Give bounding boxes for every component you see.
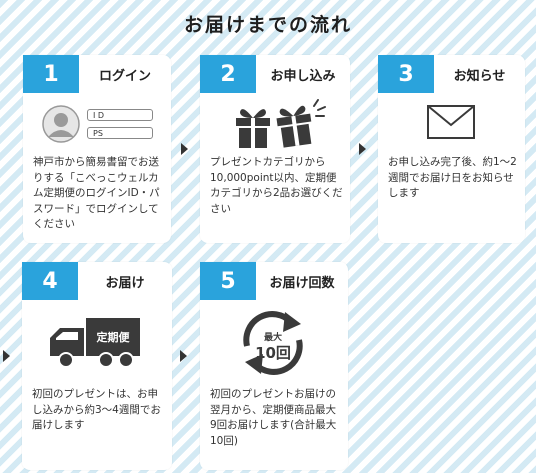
step-heading: ログイン — [98, 68, 151, 84]
step-heading: お知らせ — [453, 68, 506, 84]
step-card-5: 5 お届け回数 最大 10回 初回のプレゼントお届けの翌月から、定期便商品最大9… — [200, 262, 348, 470]
envelope-icon — [427, 105, 475, 139]
flow-arrow-icon — [359, 143, 366, 155]
delivery-truck-icon: 定期便 — [50, 318, 140, 368]
step-description: お申し込み完了後、約1〜2週間でお届け日をお知らせします — [388, 156, 517, 199]
step-description: 初回のプレゼントお届けの翌月から、定期便商品最大9回お届けします(合計最大10回… — [210, 388, 337, 447]
flow-arrow-icon — [180, 350, 187, 362]
step-card-1: 1 ログイン I D PS 神戸市から簡易書留でお送りする「こべっこウェルカム定… — [23, 55, 171, 243]
step-description: プレゼントカテゴリから10,000point以内、定期便カテゴリから2品お選びく… — [210, 156, 343, 215]
step-heading: お届け回数 — [269, 275, 335, 291]
step-number: 1 — [23, 55, 79, 93]
page-title: お届けまでの流れ — [183, 14, 352, 36]
user-avatar-icon — [42, 105, 80, 143]
login-password-field: PS — [87, 127, 153, 139]
step-heading: お届け — [105, 275, 145, 291]
cycle-count-label: 10回 — [255, 344, 291, 362]
truck-label: 定期便 — [97, 330, 131, 344]
repeat-cycle-icon: 最大 10回 — [243, 311, 303, 375]
step-description: 初回のプレゼントは、お申し込みから約3〜4週間でお届けします — [32, 388, 161, 431]
flow-arrow-icon — [3, 350, 10, 362]
step-number: 2 — [200, 55, 256, 93]
step-number: 3 — [378, 55, 434, 93]
flow-arrow-icon — [181, 143, 188, 155]
gift-boxes-icon — [236, 99, 326, 148]
step-description: 神戸市から簡易書留でお送りする「こべっこウェルカム定期便のログインID・パスワー… — [33, 156, 160, 230]
cycle-max-label: 最大 — [264, 331, 282, 343]
step-number: 4 — [22, 262, 78, 300]
step-heading: お申し込み — [270, 68, 336, 84]
step-number: 5 — [200, 262, 256, 300]
step-card-4: 4 お届け 定期便 初回のプレゼントは、お申し込みから約3〜4週間でお届けします — [22, 262, 172, 470]
login-id-field: I D — [87, 109, 153, 121]
step-card-2: 2 お申し込み プレゼントカテゴリから10,000point以内、定期便カテゴリ… — [200, 55, 350, 243]
step-card-3: 3 お知らせ お申し込み完了後、約1〜2週間でお届け日をお知らせします — [378, 55, 525, 243]
